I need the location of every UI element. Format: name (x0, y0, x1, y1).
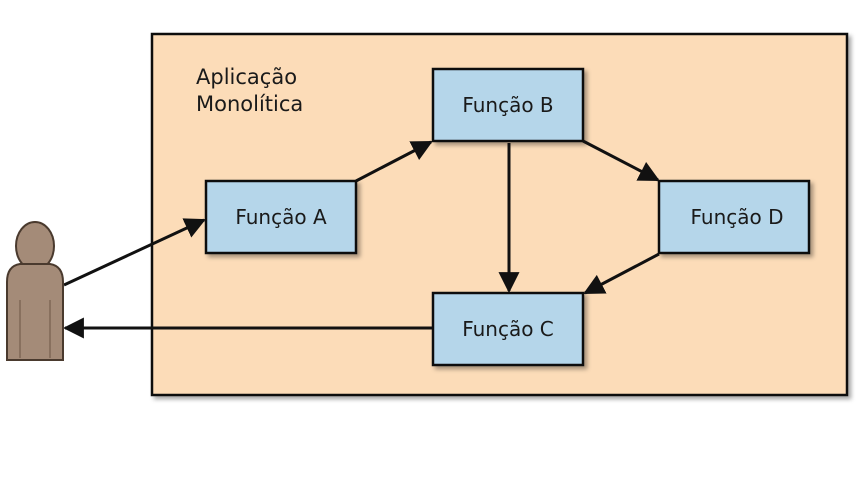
function-d-label: Função D (690, 205, 783, 229)
arrow-b-to-d (582, 139, 660, 182)
arrow-d-to-c (583, 252, 660, 295)
function-a-box: Função A (204, 179, 358, 255)
arrow-a-to-b (355, 140, 433, 183)
application-title-line1: Aplicação (196, 65, 298, 89)
application-title-line2: Monolítica (196, 92, 304, 116)
function-b-label: Função B (462, 93, 553, 117)
arrow-user-to-a (63, 218, 206, 287)
person-icon (6, 221, 64, 361)
application-title: Aplicação Monolítica (196, 64, 303, 118)
function-a-label: Função A (235, 205, 327, 229)
function-c-box: Função C (431, 291, 585, 367)
function-d-box: Função D (657, 179, 811, 255)
function-b-box: Função B (431, 67, 585, 143)
function-c-label: Função C (462, 317, 554, 341)
